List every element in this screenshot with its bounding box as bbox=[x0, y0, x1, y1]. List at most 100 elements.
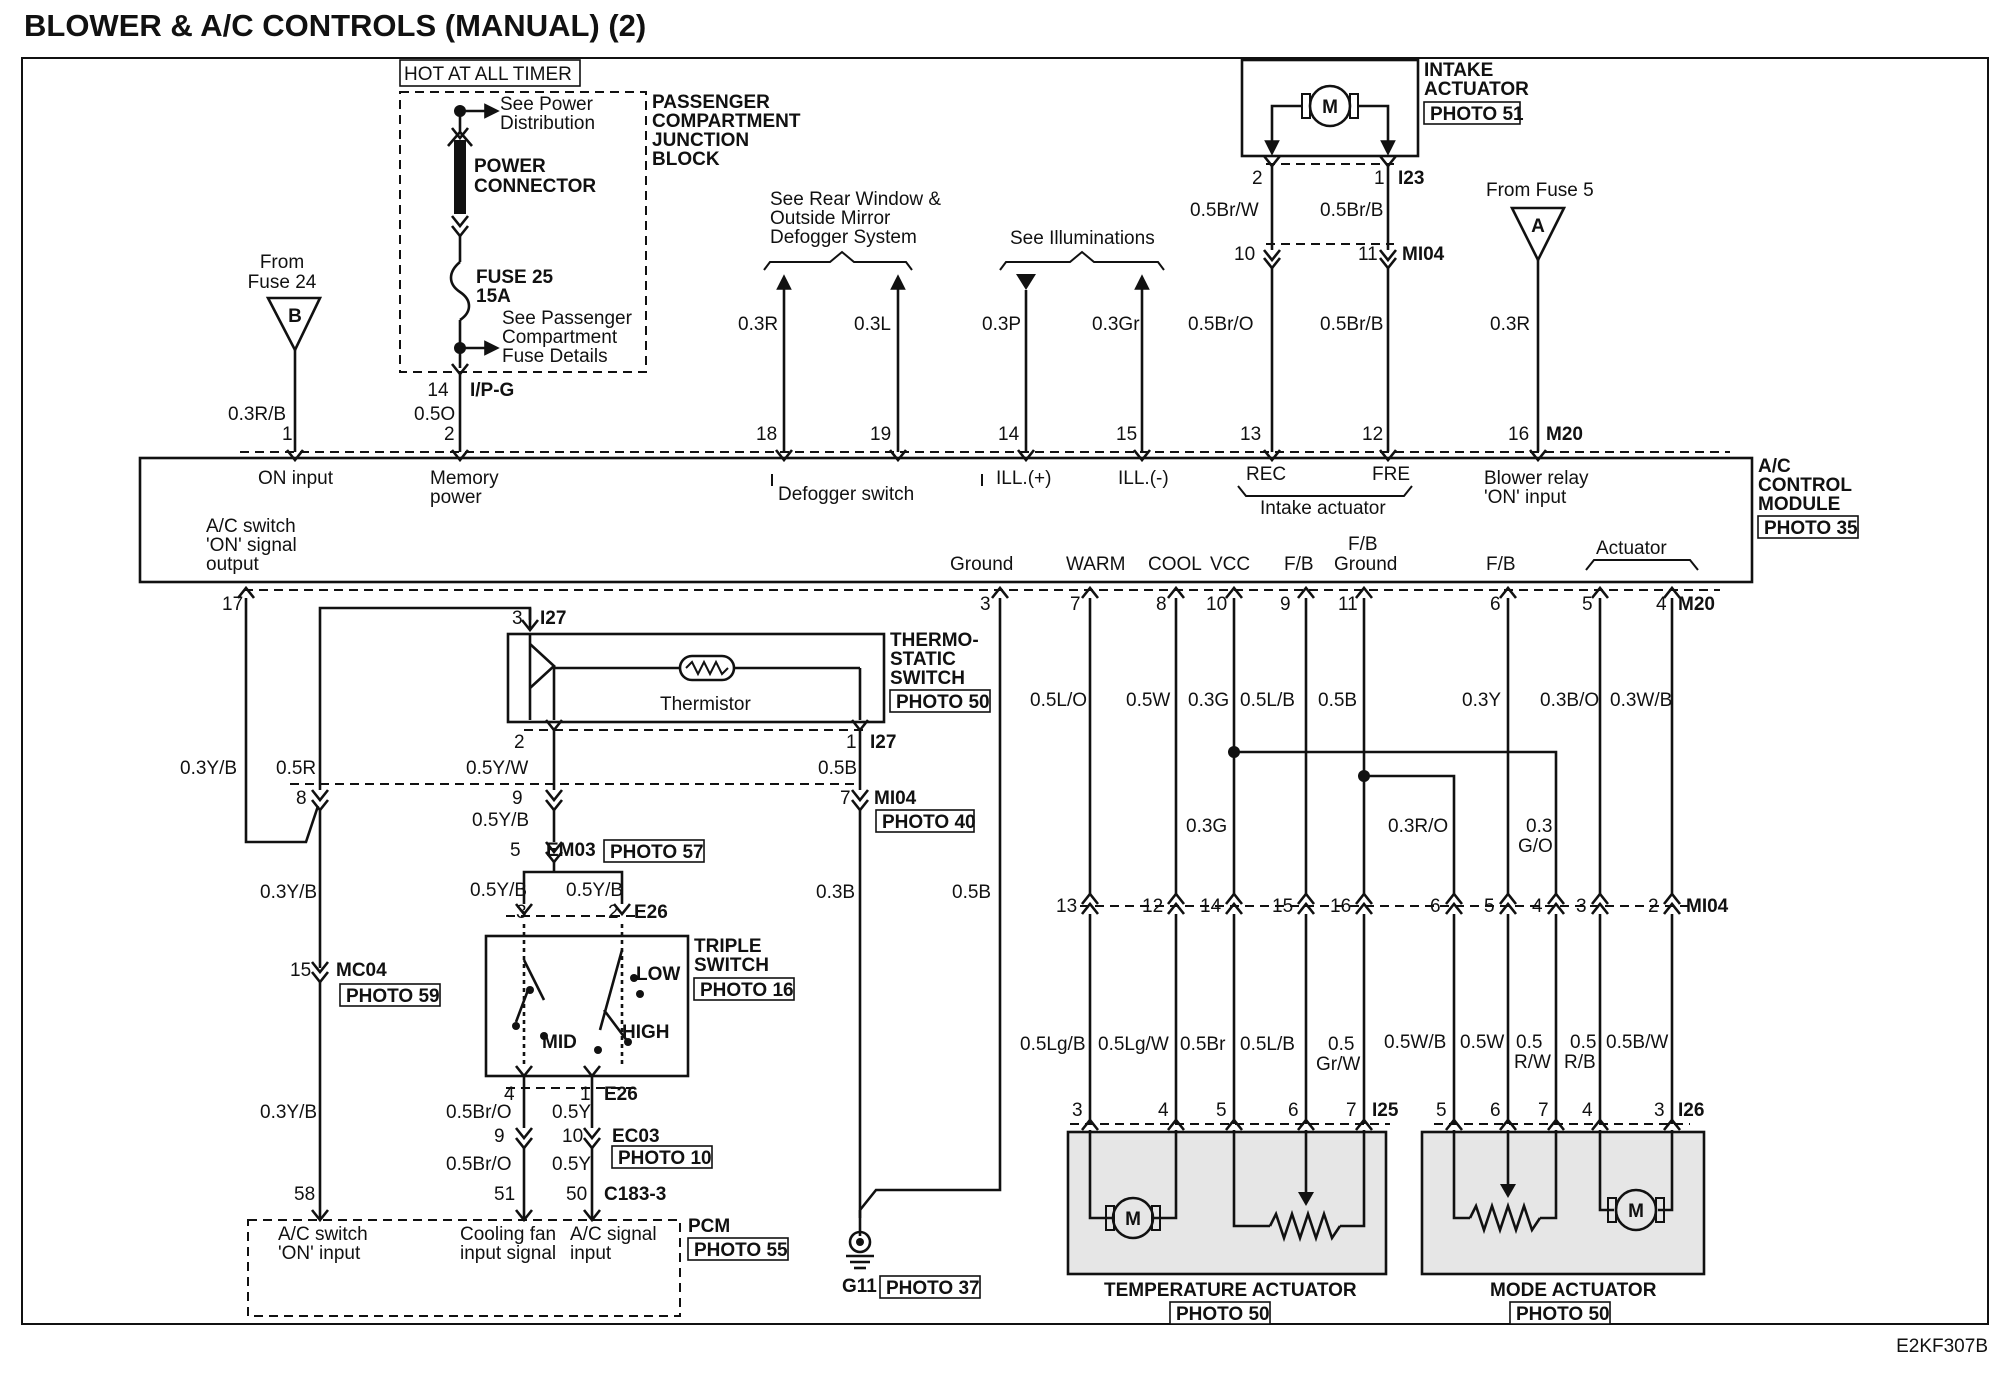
g11-photo: PHOTO 37 bbox=[886, 1278, 980, 1299]
wire-0-3y-b-b: 0.3Y/B bbox=[260, 882, 317, 903]
mc04-pin-15: 15 bbox=[290, 960, 311, 981]
see-fuse-2: Compartment bbox=[502, 327, 618, 348]
temp-pin-3: 3 bbox=[1072, 1100, 1083, 1121]
wire-0-3r: 0.3R bbox=[738, 314, 778, 335]
wire-0-5l-b-low: 0.5L/B bbox=[1240, 1034, 1295, 1055]
mi04-low-pin-16: 16 bbox=[1330, 896, 1351, 917]
module-bottom-pin-10: 10 bbox=[1206, 594, 1227, 615]
wire-0-3w-b: 0.3W/B bbox=[1610, 690, 1672, 711]
mode-photo: PHOTO 50 bbox=[1516, 1304, 1610, 1325]
temp-pin-4: 4 bbox=[1158, 1100, 1169, 1121]
wire-0-5b-w: 0.5B/W bbox=[1606, 1032, 1668, 1053]
fre-label: FRE bbox=[1372, 464, 1410, 485]
mi04-low-pin-12: 12 bbox=[1142, 896, 1163, 917]
wire-0-5w: 0.5W bbox=[1126, 690, 1170, 711]
module-bottom-pin-3: 3 bbox=[980, 594, 991, 615]
wire-0-5-rb-2: R/B bbox=[1564, 1052, 1596, 1073]
wire-0-5w-b: 0.5W/B bbox=[1384, 1032, 1446, 1053]
module-top-pin-12: 12 bbox=[1362, 424, 1383, 445]
mode-connector: I26 bbox=[1678, 1100, 1704, 1121]
module-top-pin-18: 18 bbox=[756, 424, 777, 445]
triple-low: LOW bbox=[636, 964, 680, 985]
mi04-low-pin-4: 4 bbox=[1532, 896, 1543, 917]
em03-pin-5: 5 bbox=[510, 840, 521, 861]
wire-0-3r-fuse5: 0.3R bbox=[1490, 314, 1530, 335]
mc04-photo: PHOTO 59 bbox=[346, 986, 440, 1007]
triple-wire-right: 0.5Y/B bbox=[566, 880, 623, 901]
wire-0-3y-b-a: 0.3Y/B bbox=[180, 758, 237, 779]
blower-relay-label-2: 'ON' input bbox=[1484, 487, 1567, 508]
mode-actuator: 5 6 7 4 3 I26 M MODE ACTUATOR PHOTO 50 bbox=[1420, 1100, 1706, 1325]
ipg-connector: I/P-G bbox=[470, 380, 514, 401]
wire-0-3-go-1: 0.3 bbox=[1526, 816, 1552, 837]
wire-0-3b-o: 0.3B/O bbox=[1540, 690, 1599, 711]
mode-pin-3: 3 bbox=[1654, 1100, 1665, 1121]
pcm-label-3: Cooling fan bbox=[460, 1224, 556, 1245]
warm-label: WARM bbox=[1066, 554, 1125, 575]
module-top-pin-16: 16 bbox=[1508, 424, 1529, 445]
fuse24-letter: B bbox=[288, 306, 302, 327]
module-name-1: A/C bbox=[1758, 456, 1791, 477]
intake-photo: PHOTO 51 bbox=[1430, 104, 1524, 125]
fuse24-from-2: Fuse 24 bbox=[248, 272, 317, 293]
wire-0-5br-o: 0.5Br/O bbox=[1188, 314, 1253, 335]
temp-connector: I25 bbox=[1372, 1100, 1399, 1121]
diagram-title: BLOWER & A/C CONTROLS (MANUAL) (2) bbox=[24, 8, 646, 43]
pcm-name: PCM bbox=[688, 1216, 730, 1237]
fuse-5-source: From Fuse 5 A 0.3R 16 M20 bbox=[1486, 180, 1594, 452]
mi04-low-pin-13: 13 bbox=[1056, 896, 1077, 917]
illumination-wires: See Illuminations 0.3P 0.3Gr 14 15 bbox=[982, 228, 1165, 452]
mode-pin-6: 6 bbox=[1490, 1100, 1501, 1121]
module-bottom-pin-5: 5 bbox=[1582, 594, 1593, 615]
ac-switch-label-2: 'ON' signal bbox=[206, 535, 297, 556]
mode-pin-7: 7 bbox=[1538, 1100, 1549, 1121]
ipg-pin-14: 14 bbox=[427, 380, 449, 401]
fb-label-1: F/B bbox=[1284, 554, 1314, 575]
temp-motor-icon: M bbox=[1125, 1209, 1141, 1230]
ec03-wire-bottom-right: 0.5Y bbox=[552, 1154, 591, 1175]
mi04-top-pin-10: 10 bbox=[1234, 244, 1255, 265]
wire-0-5br-b-upper: 0.5Br/B bbox=[1320, 200, 1383, 221]
mc04-connector: MC04 bbox=[336, 960, 387, 981]
wire-0-3g-mid: 0.3G bbox=[1186, 816, 1227, 837]
wire-0-5b-ground: 0.5B bbox=[952, 882, 991, 903]
wire-0-5r: 0.5R bbox=[276, 758, 316, 779]
ec03-photo: PHOTO 10 bbox=[618, 1148, 712, 1169]
mi04-top-pin-11: 11 bbox=[1358, 244, 1378, 265]
mode-pin-5: 5 bbox=[1436, 1100, 1447, 1121]
mi04-low-pin-6: 6 bbox=[1430, 896, 1441, 917]
thermo-name-2: STATIC bbox=[890, 649, 956, 670]
wire-0-5b-thermo: 0.5B bbox=[818, 758, 857, 779]
triple-wire-left: 0.5Y/B bbox=[470, 880, 527, 901]
wire-0-5l-b-top: 0.5L/B bbox=[1240, 690, 1295, 711]
triple-name-2: SWITCH bbox=[694, 955, 769, 976]
triple-pin-1: 1 bbox=[580, 1084, 591, 1105]
module-top-pin-19: 19 bbox=[870, 424, 891, 445]
module-bottom-pin-11: 11 bbox=[1338, 594, 1358, 615]
see-illuminations: See Illuminations bbox=[1010, 228, 1155, 249]
triple-name-1: TRIPLE bbox=[694, 936, 762, 957]
temp-pin-6: 6 bbox=[1288, 1100, 1299, 1121]
fuse-25-label: FUSE 25 bbox=[476, 267, 554, 288]
wire-0-3g-top: 0.3G bbox=[1188, 690, 1229, 711]
mi04-low-pin-3: 3 bbox=[1576, 896, 1587, 917]
module-bottom-pin-8: 8 bbox=[1156, 594, 1167, 615]
ill-minus-label: ILL.(-) bbox=[1118, 468, 1169, 489]
junction-block-header: HOT AT ALL TIMER bbox=[404, 64, 572, 85]
pcm-label-2: 'ON' input bbox=[278, 1243, 361, 1264]
thermo-name-1: THERMO- bbox=[890, 630, 979, 651]
ill-plus-label: ILL.(+) bbox=[996, 468, 1051, 489]
wire-0-3y: 0.3Y bbox=[1462, 690, 1501, 711]
module-top-connector: M20 bbox=[1546, 424, 1583, 445]
triple-high: HIGH bbox=[622, 1022, 670, 1043]
i23-connector: I23 bbox=[1398, 168, 1424, 189]
defogger-switch-label: Defogger switch bbox=[778, 484, 914, 505]
pcm-photo: PHOTO 55 bbox=[694, 1240, 788, 1261]
thermo-pin-1: 1 bbox=[846, 732, 857, 753]
pcm: A/C switch 'ON' input Cooling fan input … bbox=[247, 1209, 789, 1317]
wire-0-5-rw-1: 0.5 bbox=[1516, 1032, 1542, 1053]
wire-0-3-go-2: G/O bbox=[1518, 836, 1553, 857]
fuse5-letter: A bbox=[1531, 216, 1545, 237]
wire-17-route bbox=[244, 598, 320, 844]
